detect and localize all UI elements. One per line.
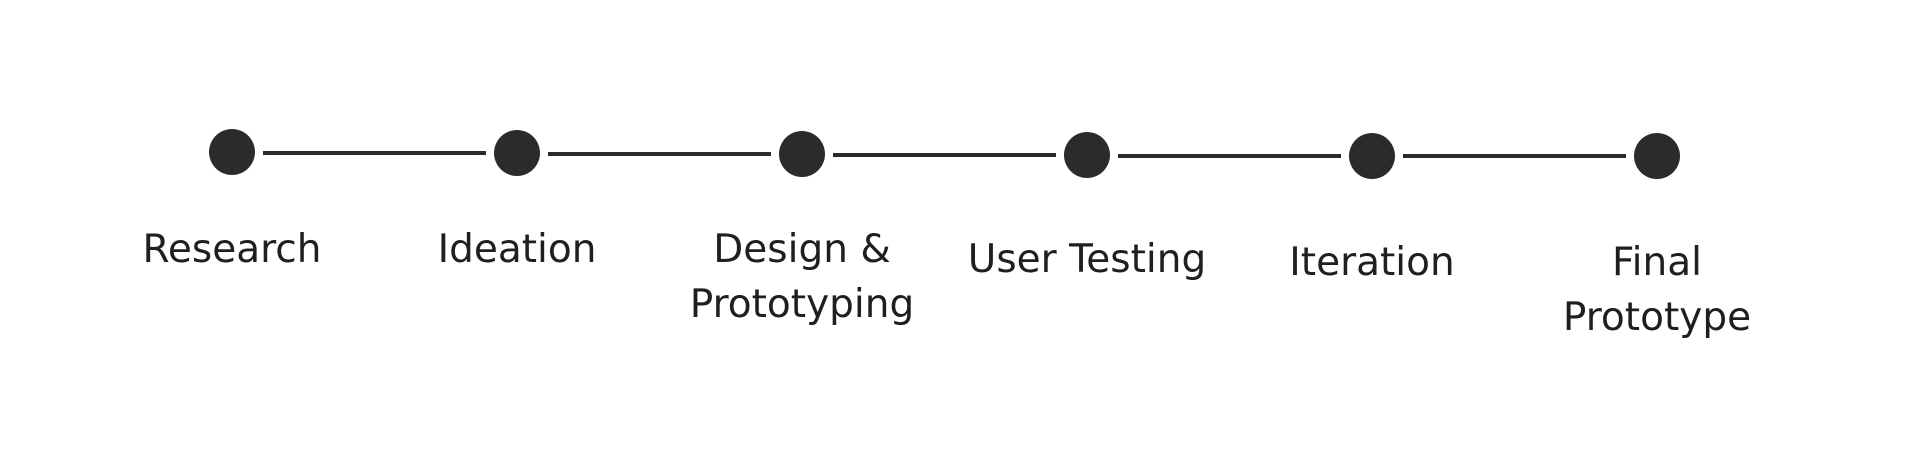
step-node-ideation — [494, 130, 540, 176]
connector-5-6 — [1403, 154, 1626, 158]
step-node-design-prototyping — [779, 131, 825, 177]
step-node-user-testing — [1064, 132, 1110, 178]
step-node-research — [209, 129, 255, 175]
step-label-research: Research — [142, 227, 322, 272]
step-label-ideation: Ideation — [437, 227, 597, 272]
connector-3-4 — [833, 152, 1056, 157]
connector-2-3 — [548, 151, 771, 156]
step-node-iteration — [1349, 133, 1395, 179]
step-label-design-prototyping: Design &Prototyping — [689, 227, 915, 327]
connector-1-2 — [263, 150, 486, 155]
step-label-user-testing: User Testing — [967, 237, 1207, 282]
connector-4-5 — [1118, 153, 1341, 158]
step-node-final-prototype — [1634, 133, 1680, 179]
step-label-iteration: Iteration — [1289, 240, 1455, 285]
